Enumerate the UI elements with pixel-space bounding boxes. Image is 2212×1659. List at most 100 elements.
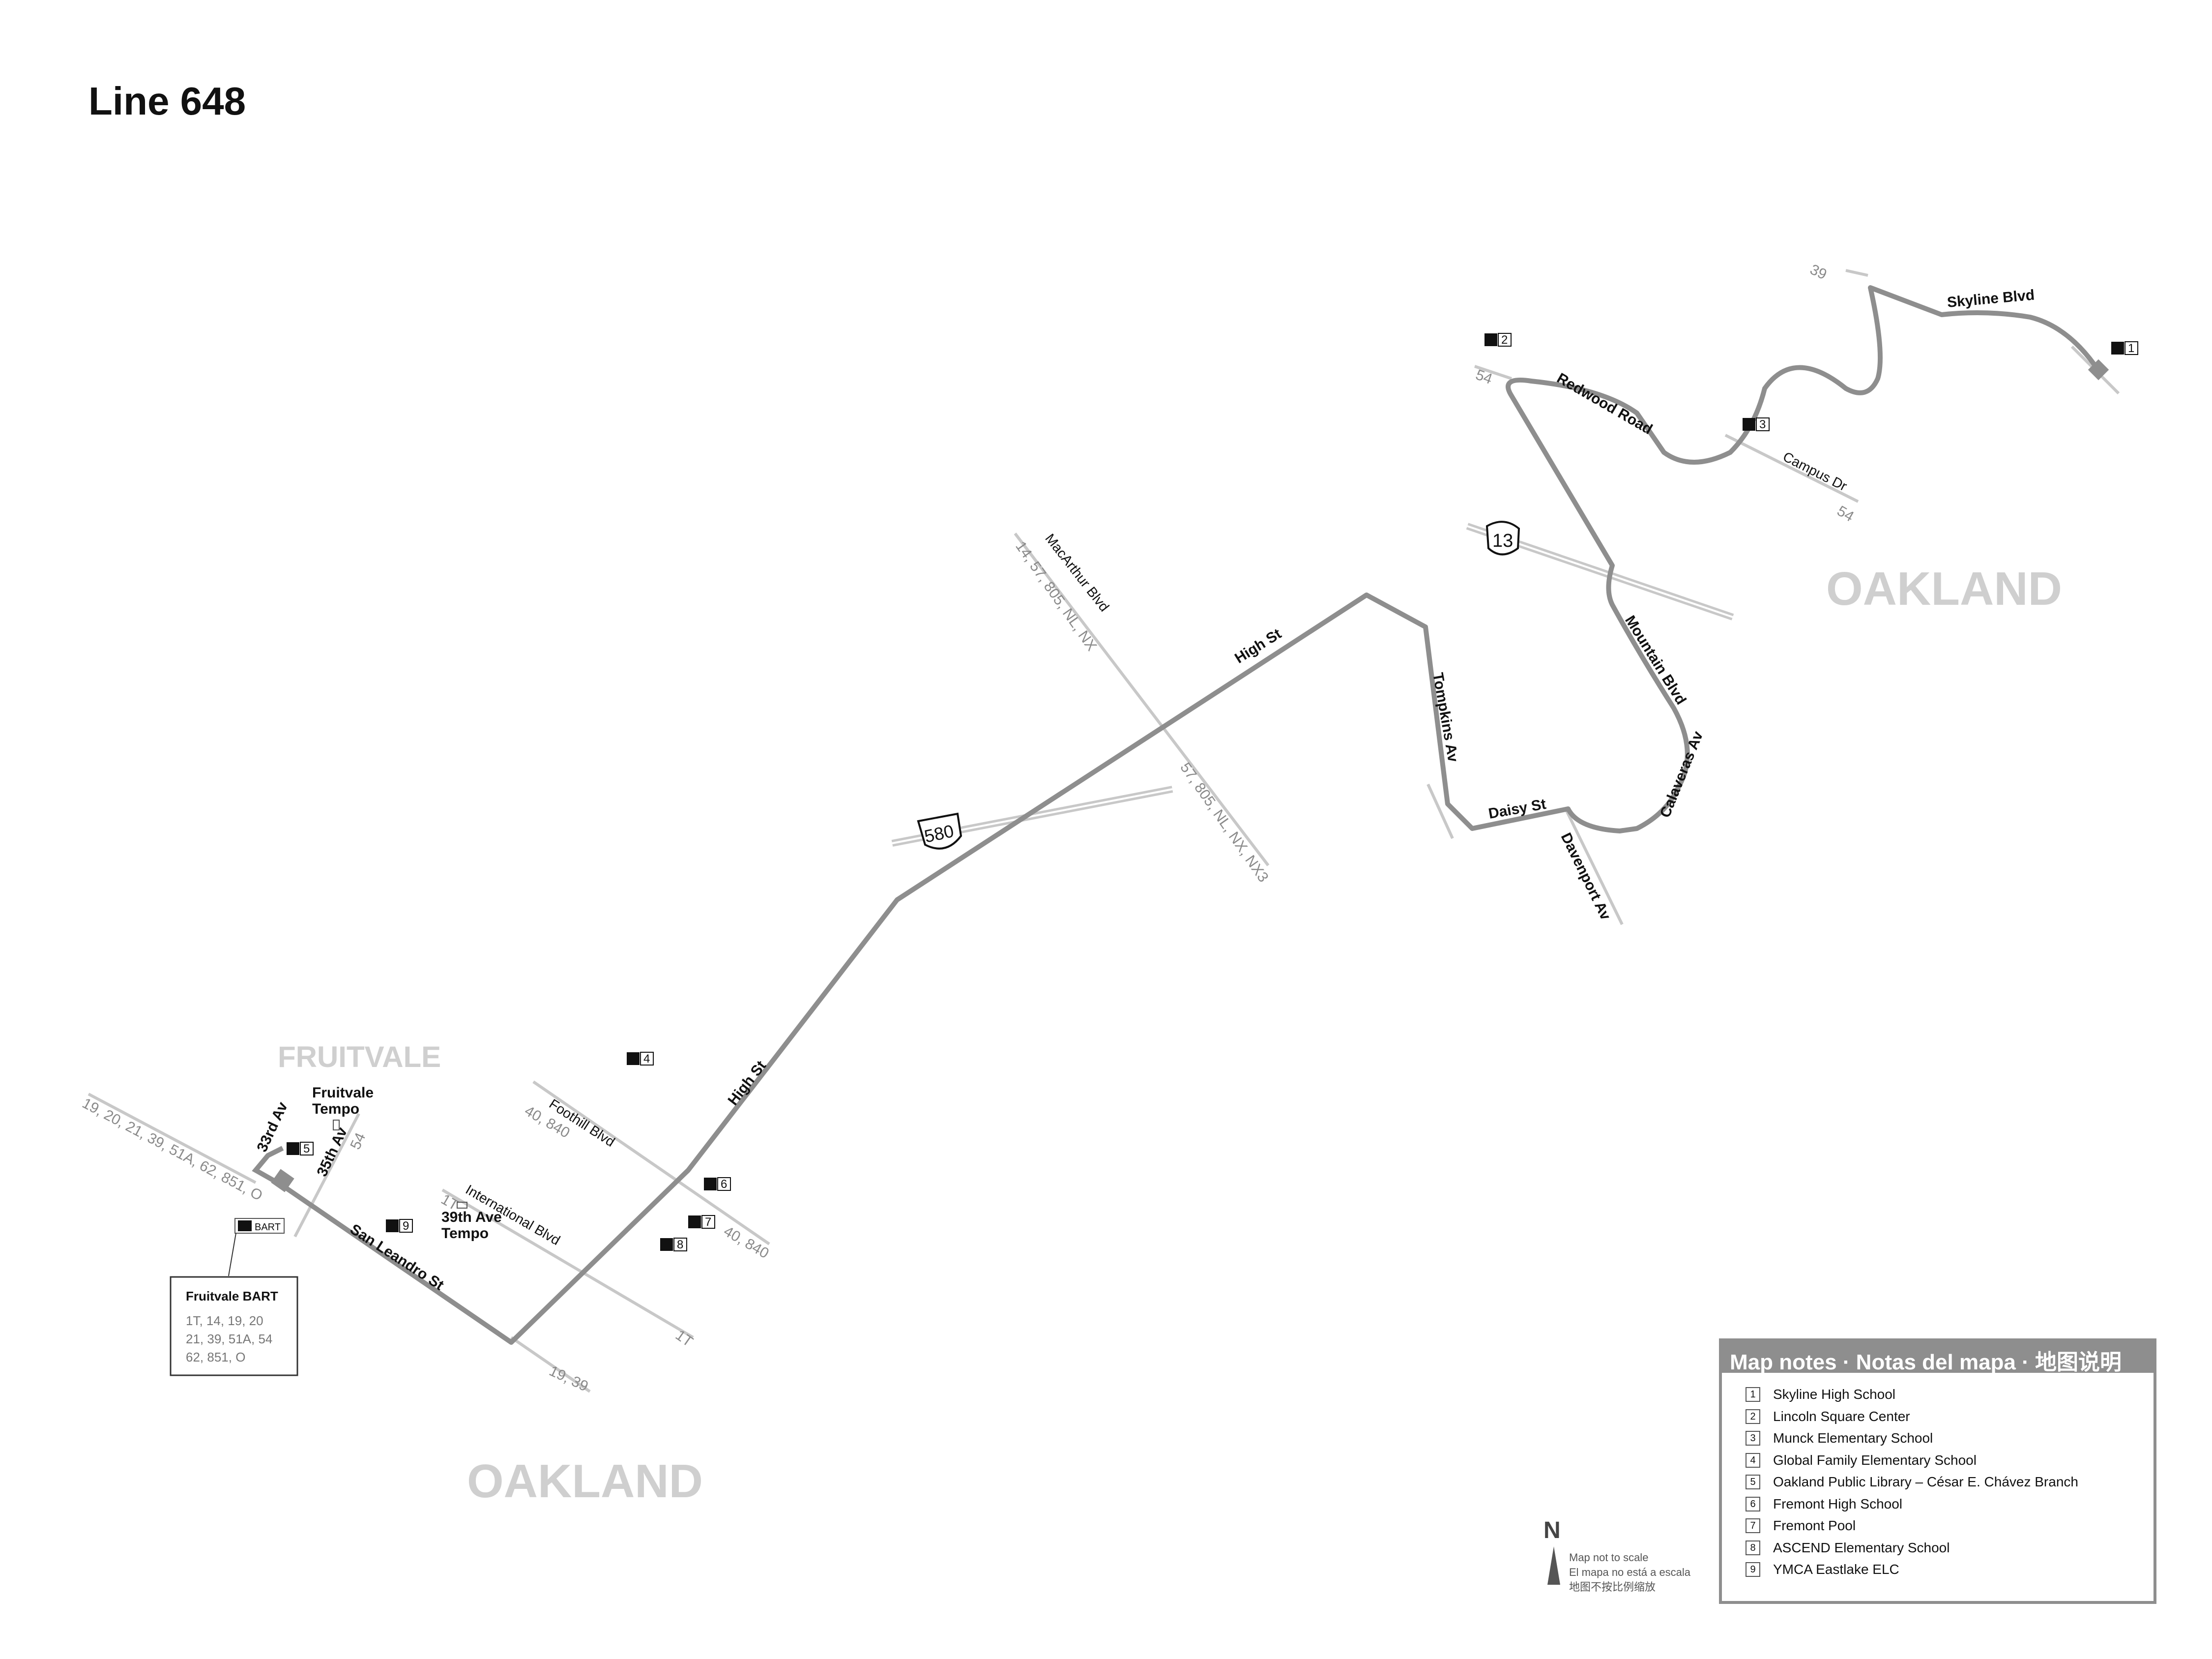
shield-sr13: 13 bbox=[1485, 521, 1520, 556]
street-foothill-blvd bbox=[532, 1080, 770, 1245]
map-title: Line 648 bbox=[88, 79, 246, 123]
label-campus-dr: Campus Dr bbox=[1780, 449, 1849, 494]
legend-item-label: Fremont High School bbox=[1773, 1496, 1903, 1511]
poi-marker-4: 4 bbox=[627, 1052, 654, 1066]
fruitvale-bart-callout: Fruitvale BART 1T, 14, 19, 20 21, 39, 51… bbox=[170, 1276, 298, 1376]
poi-marker-number: 7 bbox=[705, 1215, 711, 1229]
legend-item-label: YMCA Eastlake ELC bbox=[1773, 1562, 1899, 1577]
svg-text:Fruitvale BART: Fruitvale BART bbox=[186, 1289, 278, 1304]
routes-54-redwood: 54 bbox=[1474, 367, 1495, 387]
not-to-scale-zh: 地图不按比例缩放 bbox=[1569, 1581, 1656, 1593]
poi-marker-number: 4 bbox=[643, 1052, 650, 1066]
legend-item-number: 1 bbox=[1746, 1387, 1760, 1402]
street-campus-dr bbox=[1724, 434, 1859, 503]
street-davenport-av bbox=[1564, 808, 1624, 925]
label-35th-av: 35th Av bbox=[314, 1125, 350, 1179]
shield-i580: 580 bbox=[917, 812, 962, 850]
street-skyline-west bbox=[1845, 269, 1868, 277]
not-to-scale-en: Map not to scale bbox=[1569, 1551, 1649, 1564]
legend-header: Map notes · Notas del mapa · 地图说明 bbox=[1722, 1341, 2154, 1374]
legend-item-label: Lincoln Square Center bbox=[1773, 1408, 1910, 1424]
legend-item-number: 4 bbox=[1746, 1452, 1760, 1468]
north-letter: N bbox=[1543, 1517, 1561, 1543]
label-tompkins-av: Tompkins Av bbox=[1429, 671, 1461, 763]
legend-item: 9 YMCA Eastlake ELC bbox=[1746, 1559, 2154, 1581]
legend-item-number: 3 bbox=[1746, 1431, 1760, 1446]
poi-marker-5: 5 bbox=[287, 1142, 314, 1155]
poi-marker-7: 7 bbox=[688, 1215, 715, 1229]
legend-item-label: Munck Elementary School bbox=[1773, 1430, 1933, 1446]
stop-fruitvale-tempo-line2: Tempo bbox=[312, 1101, 359, 1117]
poi-marker-8: 8 bbox=[660, 1238, 687, 1251]
poi-marker-number: 2 bbox=[1501, 333, 1508, 347]
label-high-st-lower: High St bbox=[725, 1058, 770, 1108]
area-label-oakland-sw: OAKLAND bbox=[467, 1455, 703, 1508]
legend-item: 2 Lincoln Square Center bbox=[1746, 1406, 2154, 1428]
label-high-st-upper: High St bbox=[1232, 625, 1284, 667]
label-calaveras-av: Calaveras Av bbox=[1657, 729, 1706, 820]
street-san-leandro-west bbox=[87, 1093, 257, 1184]
poi-marker-number: 1 bbox=[2128, 342, 2134, 355]
legend-item: 7 Fremont Pool bbox=[1746, 1515, 2154, 1537]
legend-item-label: Oakland Public Library – César E. Chávez… bbox=[1773, 1474, 2078, 1490]
bus-route-648 bbox=[280, 285, 2101, 1345]
legend-item-number: 7 bbox=[1746, 1518, 1760, 1534]
routes-san-leandro-left: 19, 20, 21, 39, 51A, 62, 851, O bbox=[80, 1095, 265, 1204]
legend-item-label: Skyline High School bbox=[1773, 1387, 1896, 1402]
area-label-oakland-ne: OAKLAND bbox=[1826, 563, 2062, 615]
routes-54-campus: 54 bbox=[1834, 503, 1857, 525]
routes-54-35th: 54 bbox=[347, 1130, 369, 1152]
stop-icon-39th-ave-tempo bbox=[457, 1202, 467, 1209]
legend-item: 1 Skyline High School bbox=[1746, 1384, 2154, 1406]
poi-marker-number: 9 bbox=[403, 1219, 409, 1233]
legend-item: 3 Munck Elementary School bbox=[1746, 1427, 2154, 1450]
street-tompkins-south bbox=[1426, 783, 1454, 839]
legend-list: 1 Skyline High School 2 Lincoln Square Cen… bbox=[1722, 1373, 2154, 1581]
routes-39: 39 bbox=[1807, 261, 1829, 283]
stop-fruitvale-tempo-line1: Fruitvale bbox=[312, 1085, 374, 1101]
svg-text:21, 39, 51A, 54: 21, 39, 51A, 54 bbox=[186, 1332, 272, 1346]
poi-marker-1: 1 bbox=[2111, 341, 2138, 355]
poi-marker-number: 6 bbox=[721, 1178, 727, 1191]
north-arrow-icon bbox=[1547, 1546, 1560, 1585]
legend-item-number: 9 bbox=[1746, 1562, 1760, 1577]
street-35th-av bbox=[293, 1113, 360, 1238]
legend-item-label: Fremont Pool bbox=[1773, 1518, 1856, 1534]
label-mountain-blvd: Mountain Blvd bbox=[1622, 613, 1689, 708]
legend-item: 4 Global Family Elementary School bbox=[1746, 1450, 2154, 1472]
label-davenport-av: Davenport Av bbox=[1558, 830, 1614, 923]
label-redwood-road: Redwood Road bbox=[1554, 370, 1656, 438]
poi-marker-number: 5 bbox=[303, 1142, 310, 1155]
poi-marker-number: 3 bbox=[1759, 418, 1766, 431]
street-macarthur-blvd bbox=[1014, 533, 1270, 866]
bart-station-icon: BART bbox=[228, 1218, 285, 1276]
routes-intl-right: 1T bbox=[672, 1327, 696, 1350]
svg-text:BART: BART bbox=[255, 1222, 281, 1233]
legend-item: 6 Fremont High School bbox=[1746, 1493, 2154, 1515]
routes-san-leandro-right: 19, 39 bbox=[547, 1363, 591, 1394]
routes-macarthur-bottom: 57, 805, NL, NX, NX3 bbox=[1177, 760, 1272, 885]
stop-fruitvale-terminal bbox=[271, 1169, 294, 1192]
legend-item-number: 8 bbox=[1746, 1540, 1760, 1555]
svg-text:62, 851, O: 62, 851, O bbox=[186, 1350, 245, 1364]
poi-marker-2: 2 bbox=[1484, 333, 1512, 347]
poi-marker-9: 9 bbox=[386, 1219, 413, 1233]
legend-item-number: 6 bbox=[1746, 1496, 1760, 1511]
street-san-leandro-east bbox=[510, 1336, 591, 1393]
poi-marker-6: 6 bbox=[704, 1177, 731, 1191]
label-skyline-blvd: Skyline Blvd bbox=[1947, 287, 2036, 311]
not-to-scale-es: El mapa no está a escala bbox=[1569, 1566, 1691, 1578]
area-label-fruitvale: FRUITVALE bbox=[278, 1040, 441, 1073]
svg-text:1T, 14, 19, 20: 1T, 14, 19, 20 bbox=[186, 1313, 263, 1328]
stop-skyline-terminal bbox=[2088, 359, 2109, 381]
legend-item-number: 2 bbox=[1746, 1409, 1760, 1424]
stop-icon-fruitvale-tempo bbox=[333, 1120, 340, 1130]
svg-text:13: 13 bbox=[1492, 531, 1513, 551]
stop-39th-ave-tempo-line1: 39th Ave bbox=[441, 1209, 502, 1225]
bus-route-648-33rd-av bbox=[252, 1146, 284, 1187]
legend-item-label: Global Family Elementary School bbox=[1773, 1452, 1977, 1468]
poi-marker-number: 8 bbox=[677, 1238, 683, 1251]
